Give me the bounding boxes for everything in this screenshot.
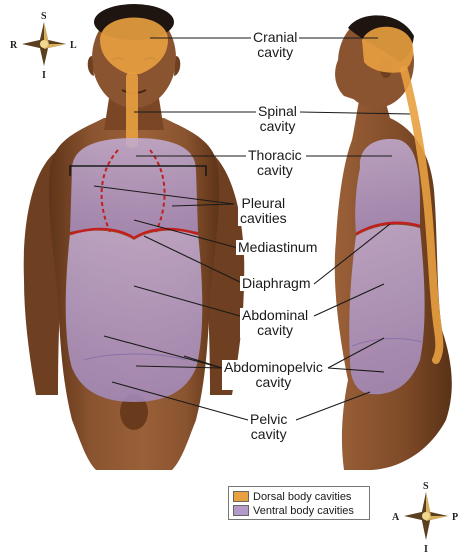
thoracic-bracket xyxy=(69,165,207,176)
front-abdominopelvic-cavity xyxy=(65,230,203,402)
label-diaphragm: Diaphragm xyxy=(240,275,313,291)
compass-side-anterior: A xyxy=(392,512,400,523)
front-spinal-cavity xyxy=(126,72,138,148)
compass-front-right: R xyxy=(10,40,18,51)
front-pelvic-divider xyxy=(83,353,187,361)
side-figure xyxy=(334,15,452,470)
front-figure xyxy=(23,4,245,470)
side-abdominopelvic-cavity xyxy=(349,224,425,395)
side-thoracic-cavity xyxy=(355,139,420,234)
side-pelvic-divider xyxy=(351,338,423,347)
front-diaphragm xyxy=(69,227,199,240)
compass-front-inferior: I xyxy=(42,70,46,81)
front-thoracic-cavity xyxy=(70,138,198,238)
compass-front-left: L xyxy=(70,40,77,51)
compass-side-posterior: P xyxy=(452,512,458,523)
legend-swatch-dorsal xyxy=(233,491,249,502)
label-mediastinum: Mediastinum xyxy=(236,239,320,255)
side-cranial-cavity xyxy=(362,26,414,73)
leader-lines xyxy=(93,37,411,421)
compass-side: S I A P xyxy=(392,481,458,553)
legend-label-ventral: Ventral body cavities xyxy=(253,504,354,517)
compass-side-superior: S xyxy=(423,481,429,492)
front-groin xyxy=(120,394,148,430)
legend-label-dorsal: Dorsal body cavities xyxy=(253,490,352,503)
legend-item-dorsal: Dorsal body cavities xyxy=(233,490,351,503)
legend-item-ventral: Ventral body cavities xyxy=(233,504,354,517)
legend: Dorsal body cavities Ventral body caviti… xyxy=(228,486,370,520)
side-face xyxy=(335,56,358,100)
front-cranial-cavity xyxy=(100,17,168,74)
side-diaphragm xyxy=(355,221,421,236)
legend-swatch-ventral xyxy=(233,505,249,516)
front-ear-left xyxy=(87,56,94,76)
compass-side-inferior: I xyxy=(424,544,428,553)
compass-front: S I R L xyxy=(10,11,77,81)
compass-front-superior: S xyxy=(41,11,47,22)
side-spinal-cavity xyxy=(400,66,444,364)
front-ear-right xyxy=(174,56,181,76)
